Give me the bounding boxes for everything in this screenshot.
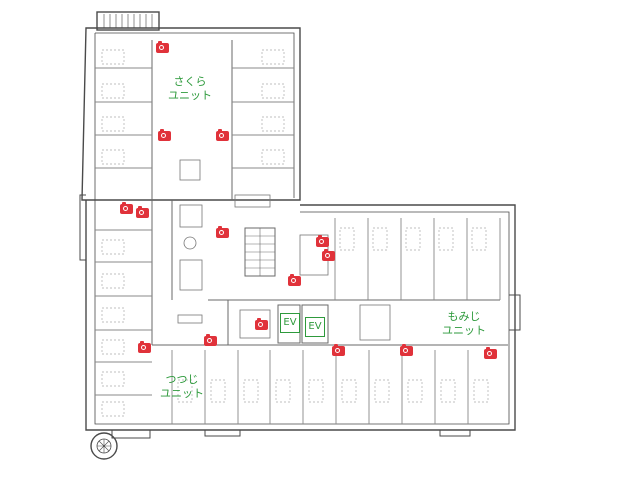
camera-icon[interactable] <box>204 334 217 346</box>
camera-icon[interactable] <box>156 41 169 53</box>
unit-label-tsutsuji: つつじ ユニット <box>160 373 204 401</box>
camera-icon[interactable] <box>216 129 229 141</box>
camera-icon[interactable] <box>138 341 151 353</box>
camera-icon[interactable] <box>120 202 133 214</box>
unit-label-momiji: もみじ ユニット <box>442 310 486 338</box>
outer-wall-lower <box>85 200 516 431</box>
camera-icon[interactable] <box>136 206 149 218</box>
unit-suffix: ユニット <box>442 324 486 337</box>
camera-icon[interactable] <box>322 249 335 261</box>
camera-icon[interactable] <box>400 344 413 356</box>
unit-name: さくら <box>173 75 207 88</box>
unit-suffix: ユニット <box>160 387 204 400</box>
unit-name: つつじ <box>165 373 199 386</box>
spiral-stair <box>90 432 118 460</box>
unit-label-sakura: さくら ユニット <box>168 75 212 103</box>
unit-suffix: ユニット <box>168 89 212 102</box>
roof-stair <box>96 11 160 31</box>
camera-icon[interactable] <box>316 235 329 247</box>
camera-icon[interactable] <box>216 226 229 238</box>
camera-icon[interactable] <box>158 129 171 141</box>
camera-icon[interactable] <box>484 347 497 359</box>
camera-icon[interactable] <box>288 274 301 286</box>
elevator-label-1: EV <box>280 313 300 333</box>
unit-name: もみじ <box>447 310 481 323</box>
camera-icon[interactable] <box>255 318 268 330</box>
elevator-label-2: EV <box>305 317 325 337</box>
outer-wall <box>81 27 301 201</box>
camera-icon[interactable] <box>332 344 345 356</box>
